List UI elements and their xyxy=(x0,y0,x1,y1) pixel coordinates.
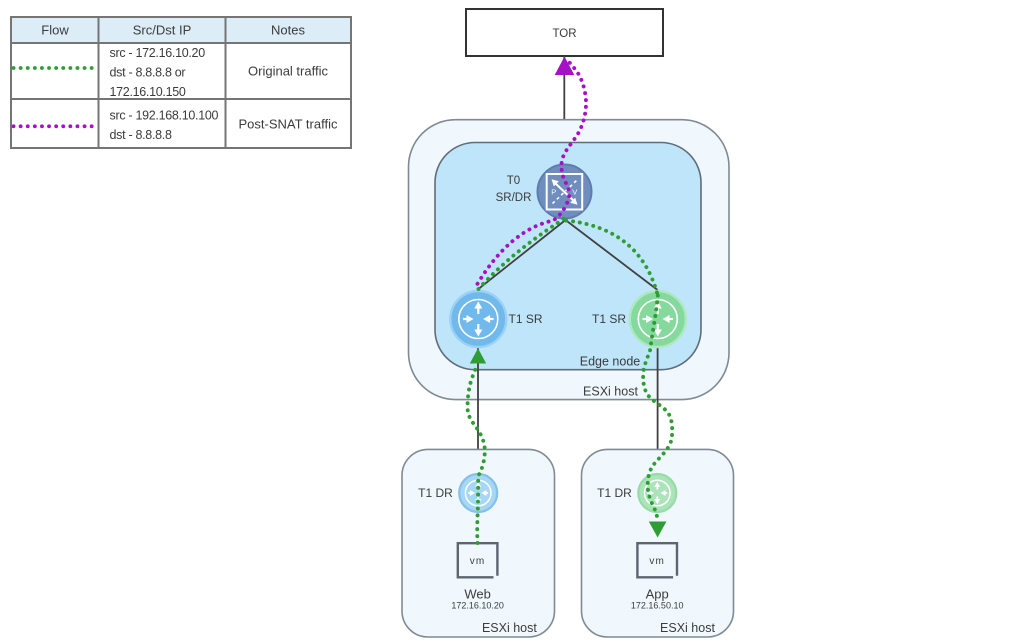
svg-text:Web: Web xyxy=(464,587,491,602)
svg-text:Original traffic: Original traffic xyxy=(248,64,328,79)
svg-text:T0: T0 xyxy=(507,175,520,187)
svg-text:V: V xyxy=(572,188,577,197)
svg-text:Edge node: Edge node xyxy=(580,355,641,369)
svg-text:ESXi host: ESXi host xyxy=(660,621,715,635)
svg-text:172.16.10.20: 172.16.10.20 xyxy=(451,601,504,611)
svg-text:TOR: TOR xyxy=(552,28,576,40)
svg-text:dst - 8.8.8.8: dst - 8.8.8.8 xyxy=(110,128,172,142)
svg-text:Notes: Notes xyxy=(271,23,305,38)
svg-text:vm: vm xyxy=(649,556,665,567)
svg-text:App: App xyxy=(646,587,669,602)
svg-text:T1 SR: T1 SR xyxy=(592,312,626,326)
svg-text:ESXi host: ESXi host xyxy=(482,621,537,635)
svg-text:Src/Dst IP: Src/Dst IP xyxy=(133,23,192,38)
svg-text:src - 192.168.10.100: src - 192.168.10.100 xyxy=(110,109,219,123)
svg-text:src - 172.16.10.20: src - 172.16.10.20 xyxy=(110,46,206,60)
svg-text:ESXi host: ESXi host xyxy=(583,385,638,399)
svg-text:vm: vm xyxy=(470,556,486,567)
svg-text:172.16.10.150: 172.16.10.150 xyxy=(110,85,186,99)
svg-text:T1 SR: T1 SR xyxy=(509,312,543,326)
svg-text:Flow: Flow xyxy=(41,23,69,38)
svg-text:T1 DR: T1 DR xyxy=(418,486,453,500)
svg-text:dst - 8.8.8.8 or: dst - 8.8.8.8 or xyxy=(110,66,186,80)
svg-text:Post-SNAT traffic: Post-SNAT traffic xyxy=(239,116,338,131)
svg-text:SR/DR: SR/DR xyxy=(496,192,532,204)
svg-text:T1 DR: T1 DR xyxy=(597,486,632,500)
svg-text:172.16.50.10: 172.16.50.10 xyxy=(631,601,684,611)
svg-text:P: P xyxy=(551,188,556,197)
